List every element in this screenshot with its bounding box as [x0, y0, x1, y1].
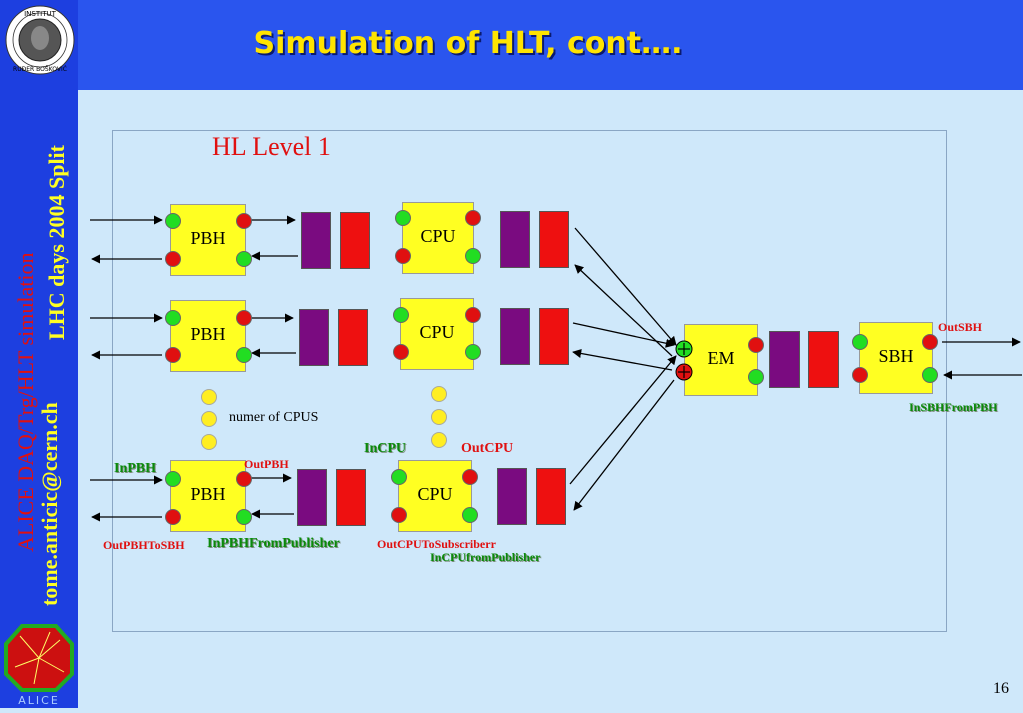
label-inpbhfrompublisher: InPBHFromPublisher [207, 536, 340, 551]
label-insbhfrompbh: InSBHFromPBH [909, 400, 998, 414]
em-in-publisher-port [748, 369, 764, 385]
page-number: 16 [993, 680, 1009, 697]
label-outcputosubscriber: OutCPUToSubscriberr [377, 537, 496, 551]
pbh-1-in-publisher-port [236, 251, 252, 267]
pbh-1-in-port [165, 213, 181, 229]
label-incpufrompublisher: InCPUfromPublisher [430, 550, 541, 564]
cpu-label: CPU [420, 225, 456, 246]
header-bar [78, 0, 1023, 90]
cpu-3-out-port [462, 469, 478, 485]
buffer-red [536, 468, 566, 525]
pbh-3-out-sbh-port [165, 509, 181, 525]
label-outcpu: OutCPU [461, 441, 514, 456]
ellipsis-dot [431, 386, 447, 402]
sbh-label: SBH [878, 345, 914, 366]
buffer-red [340, 212, 370, 269]
buffer-red [539, 308, 569, 365]
label-outpbhtosbh: OutPBHToSBH [103, 538, 185, 552]
pbh-2-in-port [165, 310, 181, 326]
ellipsis-dot [201, 434, 217, 450]
label-outpbh: OutPBH [244, 457, 289, 471]
em-out-port [748, 337, 764, 353]
alice-logo-text: ALICE [18, 694, 60, 707]
sidebar: INSTITUT RUĐER BOŠKOVIĆ ALICE DAQ/Trg/HL… [0, 0, 78, 708]
cpu-2-out-port [465, 307, 481, 323]
em-node: EM [684, 324, 758, 396]
label-incpu: InCPU [364, 441, 407, 456]
buffer-purple [297, 469, 327, 526]
buffer-red [336, 469, 366, 526]
pbh-3-out-port [236, 471, 252, 487]
buffer-purple [769, 331, 800, 388]
cpu-3-in-publisher-port [462, 507, 478, 523]
buffer-red [808, 331, 839, 388]
cpu-2-out-subscriber-port [393, 344, 409, 360]
pbh-label: PBH [190, 323, 226, 344]
em-in-port-plus [675, 340, 693, 363]
pbh-node-3: PBH [170, 460, 246, 532]
cpu-label: CPU [417, 483, 453, 504]
sbh-out-2-port [852, 367, 868, 383]
ellipsis-dot [201, 389, 217, 405]
ellipsis-dot [431, 432, 447, 448]
cpu-node-1: CPU [402, 202, 474, 274]
pbh-label: PBH [190, 227, 226, 248]
cpu-2-in-publisher-port [465, 344, 481, 360]
sbh-node: SBH [859, 322, 933, 394]
cpu-3-out-subscriber-port [391, 507, 407, 523]
em-out-port-plus [675, 363, 693, 386]
cpu-2-in-port [393, 307, 409, 323]
pbh-label: PBH [190, 483, 226, 504]
cpu-label: CPU [419, 321, 455, 342]
cpu-1-in-publisher-port [465, 248, 481, 264]
pbh-2-out-sbh-port [165, 347, 181, 363]
pbh-3-in-publisher-port [236, 509, 252, 525]
cpu-node-2: CPU [400, 298, 474, 370]
pbh-node-1: PBH [170, 204, 246, 276]
pbh-2-in-publisher-port [236, 347, 252, 363]
cpu-1-in-port [395, 210, 411, 226]
label-inpbh: InPBH [114, 461, 157, 476]
cpu-1-out-port [465, 210, 481, 226]
cpu-node-3: CPU [398, 460, 472, 532]
pbh-1-out-port [236, 213, 252, 229]
buffer-purple [500, 211, 530, 268]
institute-logo: INSTITUT RUĐER BOŠKOVIĆ [4, 4, 76, 76]
alice-logo: ALICE [0, 622, 78, 708]
cpu-3-in-port [391, 469, 407, 485]
label-outsbh: OutSBH [938, 320, 983, 334]
ellipsis-dot [431, 409, 447, 425]
numer-of-cpus-label: numer of CPUS [229, 410, 319, 425]
cpu-1-out-subscriber-port [395, 248, 411, 264]
pbh-3-in-port [165, 471, 181, 487]
buffer-purple [497, 468, 527, 525]
buffer-purple [500, 308, 530, 365]
buffer-purple [301, 212, 331, 269]
buffer-purple [299, 309, 329, 366]
em-label: EM [707, 347, 735, 368]
page-title: Simulation of HLT, cont…. [253, 26, 683, 61]
pbh-1-out-sbh-port [165, 251, 181, 267]
diagram-title: HL Level 1 [212, 132, 331, 161]
buffer-red [338, 309, 368, 366]
pbh-2-out-port [236, 310, 252, 326]
svg-text:RUĐER BOŠKOVIĆ: RUĐER BOŠKOVIĆ [13, 66, 67, 73]
svg-text:INSTITUT: INSTITUT [24, 10, 56, 18]
sbh-in-port [852, 334, 868, 350]
sbh-in-from-pbh-port [922, 367, 938, 383]
pbh-node-2: PBH [170, 300, 246, 372]
ellipsis-dot [201, 411, 217, 427]
buffer-red [539, 211, 569, 268]
sbh-out-port [922, 334, 938, 350]
